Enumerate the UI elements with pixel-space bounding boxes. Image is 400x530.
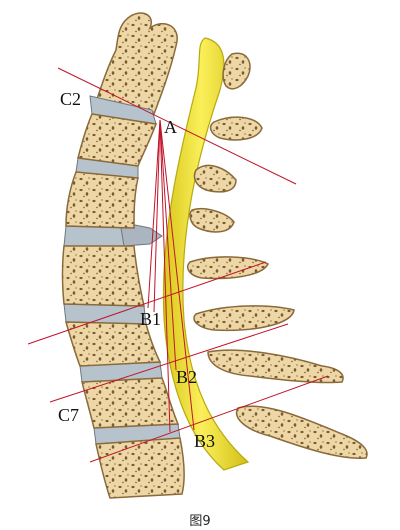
figure-caption: 图9 bbox=[189, 514, 211, 529]
label-c2: C2 bbox=[60, 89, 82, 109]
b1-reference-line bbox=[27, 261, 267, 345]
label-b2: B2 bbox=[176, 367, 198, 387]
c2-reference-line bbox=[57, 67, 297, 185]
label-b3: B3 bbox=[194, 431, 216, 451]
a-to-b1-line bbox=[147, 119, 161, 309]
a-to-b2-line bbox=[159, 119, 177, 371]
a-to-b3-line-2 bbox=[159, 119, 171, 433]
label-c7: C7 bbox=[58, 405, 80, 425]
a-to-b1-line-2 bbox=[153, 119, 161, 313]
intervertebral-discs bbox=[63, 95, 181, 445]
label-b1: B1 bbox=[140, 309, 162, 329]
a-to-b3-line bbox=[159, 119, 195, 431]
b2-reference-line bbox=[49, 323, 289, 403]
spinal-cord bbox=[162, 37, 250, 471]
measurement-lines bbox=[27, 67, 329, 463]
label-a: A bbox=[164, 117, 177, 137]
vertebral-bodies bbox=[61, 113, 185, 499]
vertebra-c2 bbox=[95, 12, 178, 115]
cervical-spine-diagram bbox=[27, 12, 368, 499]
spinous-processes bbox=[186, 52, 368, 459]
b3-reference-line bbox=[89, 375, 329, 463]
